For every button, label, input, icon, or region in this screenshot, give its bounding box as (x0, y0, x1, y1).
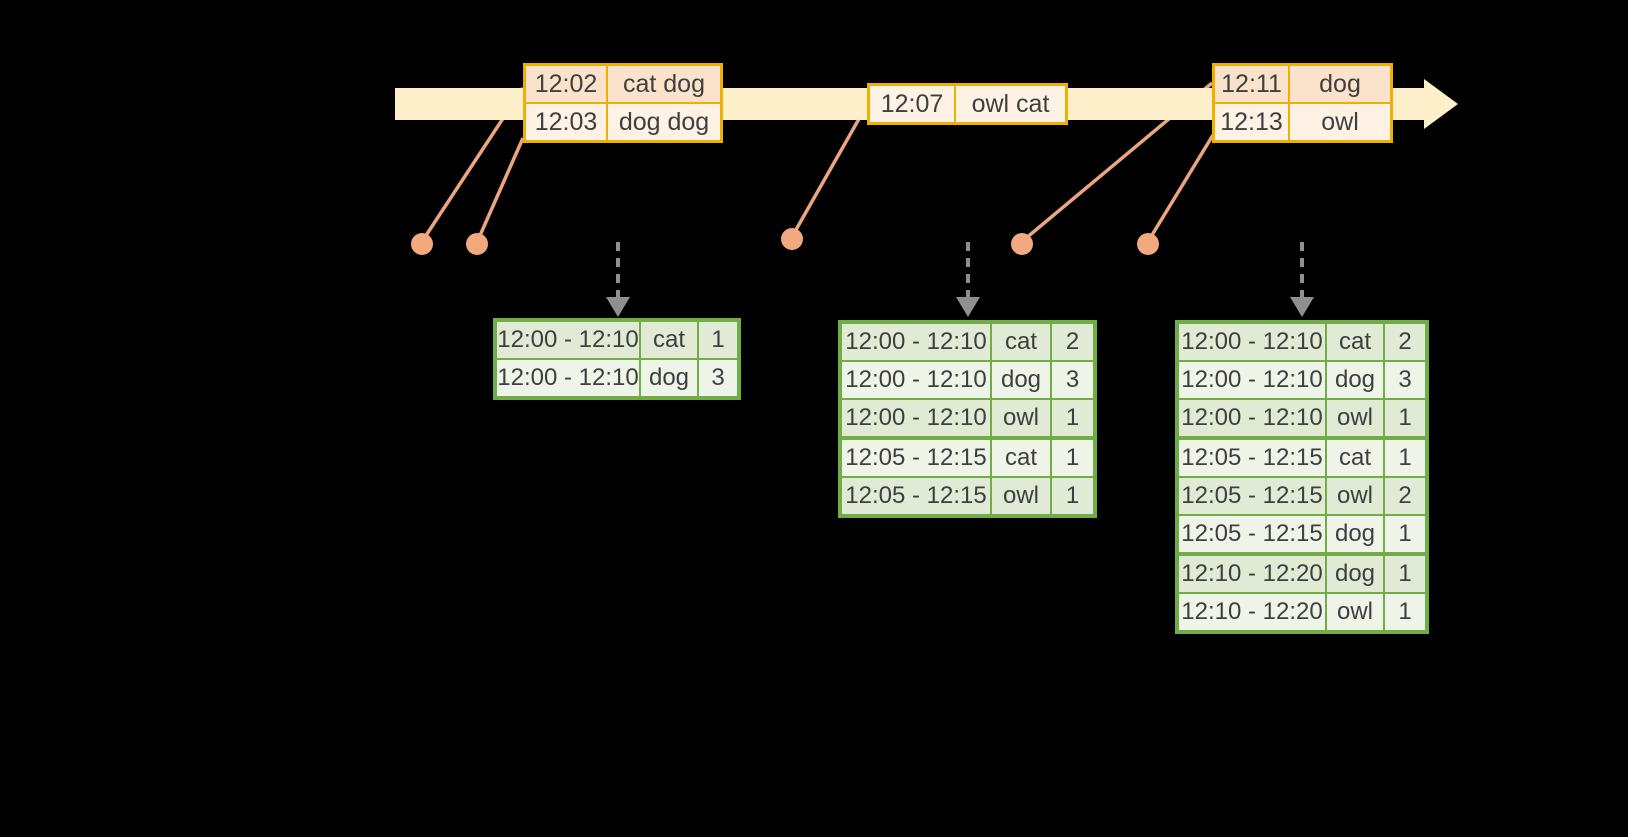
event-table-1: 12:02 cat dog 12:03 dog dog (523, 63, 723, 143)
count-cell: 1 (1052, 400, 1093, 436)
count-cell: 1 (1385, 594, 1425, 630)
result-row: 12:05 - 12:15 owl 1 (842, 478, 1093, 514)
result-row: 12:10 - 12:20 dog 1 (1179, 556, 1425, 592)
word-cell: cat (992, 324, 1050, 360)
count-cell: 2 (1052, 324, 1093, 360)
word-cell: cat (1327, 324, 1383, 360)
word-cell: owl (1327, 400, 1383, 436)
event-table-3: 12:11 dog 12:13 owl (1212, 63, 1393, 143)
window-cell: 12:00 - 12:10 (1179, 362, 1325, 398)
event-time-cell: 12:02 (526, 66, 606, 102)
word-cell: cat (1327, 440, 1383, 476)
event-time-cell: 12:11 (1215, 66, 1288, 102)
window-cell: 12:00 - 12:10 (1179, 324, 1325, 360)
count-cell: 1 (1385, 440, 1425, 476)
event-time-cell: 12:13 (1215, 104, 1288, 140)
result-row: 12:05 - 12:15 cat 1 (1179, 440, 1425, 476)
word-cell: dog (641, 360, 697, 396)
count-cell: 1 (699, 322, 737, 358)
window-cell: 12:00 - 12:10 (497, 322, 639, 358)
count-cell: 3 (1385, 362, 1425, 398)
window-cell: 12:00 - 12:10 (842, 400, 990, 436)
event-words-cell: dog dog (608, 104, 720, 140)
event-dot (411, 233, 433, 255)
event-words-cell: owl cat (956, 86, 1065, 122)
trigger-arrowhead-icon (606, 297, 630, 317)
result-row: 12:05 - 12:15 owl 2 (1179, 478, 1425, 514)
window-cell: 12:00 - 12:10 (842, 324, 990, 360)
window-cell: 12:10 - 12:20 (1179, 594, 1325, 630)
word-cell: owl (1327, 594, 1383, 630)
word-cell: dog (1327, 556, 1383, 592)
result-table-3: 12:00 - 12:10 cat 2 12:00 - 12:10 dog 3 … (1175, 320, 1429, 634)
event-dot (1137, 233, 1159, 255)
trigger-arrowhead-icon (1290, 297, 1314, 317)
result-table-1: 12:00 - 12:10 cat 1 12:00 - 12:10 dog 3 (493, 318, 741, 400)
window-cell: 12:05 - 12:15 (842, 478, 990, 514)
result-row: 12:05 - 12:15 dog 1 (1179, 516, 1425, 552)
event-row: 12:11 dog (1215, 66, 1390, 102)
word-cell: cat (641, 322, 697, 358)
count-cell: 1 (1385, 516, 1425, 552)
window-cell: 12:05 - 12:15 (1179, 516, 1325, 552)
event-row: 12:03 dog dog (526, 104, 720, 140)
result-row: 12:00 - 12:10 dog 3 (1179, 362, 1425, 398)
count-cell: 1 (1052, 440, 1093, 476)
window-cell: 12:10 - 12:20 (1179, 556, 1325, 592)
result-row: 12:00 - 12:10 cat 2 (842, 324, 1093, 360)
count-cell: 3 (699, 360, 737, 396)
result-row: 12:00 - 12:10 dog 3 (842, 362, 1093, 398)
event-dot (1011, 233, 1033, 255)
count-cell: 2 (1385, 324, 1425, 360)
event-time-cell: 12:03 (526, 104, 606, 140)
event-dots (411, 228, 1159, 255)
result-row: 12:00 - 12:10 cat 2 (1179, 324, 1425, 360)
word-cell: dog (1327, 516, 1383, 552)
window-cell: 12:05 - 12:15 (1179, 478, 1325, 514)
event-dot (781, 228, 803, 250)
event-dot (466, 233, 488, 255)
result-row: 12:00 - 12:10 owl 1 (1179, 400, 1425, 436)
window-cell: 12:00 - 12:10 (1179, 400, 1325, 436)
result-row: 12:00 - 12:10 dog 3 (497, 360, 737, 396)
event-time-cell: 12:07 (870, 86, 954, 122)
event-words-cell: dog (1290, 66, 1390, 102)
window-cell: 12:05 - 12:15 (842, 440, 990, 476)
window-cell: 12:00 - 12:10 (842, 362, 990, 398)
event-row: 12:07 owl cat (870, 86, 1065, 122)
result-row: 12:00 - 12:10 cat 1 (497, 322, 737, 358)
count-cell: 1 (1385, 400, 1425, 436)
count-cell: 2 (1385, 478, 1425, 514)
event-row: 12:13 owl (1215, 104, 1390, 140)
result-table-2: 12:00 - 12:10 cat 2 12:00 - 12:10 dog 3 … (838, 320, 1097, 518)
connector-line (476, 137, 525, 241)
event-row: 12:02 cat dog (526, 66, 720, 102)
connector-line (1147, 134, 1215, 241)
result-row: 12:05 - 12:15 cat 1 (842, 440, 1093, 476)
connector-line (791, 102, 870, 236)
result-row: 12:10 - 12:20 owl 1 (1179, 594, 1425, 630)
event-words-cell: cat dog (608, 66, 720, 102)
trigger-arrowhead-icon (956, 297, 980, 317)
count-cell: 1 (1385, 556, 1425, 592)
word-cell: owl (992, 478, 1050, 514)
timeline-arrowhead-icon (1424, 79, 1458, 129)
word-cell: dog (1327, 362, 1383, 398)
window-cell: 12:00 - 12:10 (497, 360, 639, 396)
event-words-cell: owl (1290, 104, 1390, 140)
count-cell: 3 (1052, 362, 1093, 398)
word-cell: dog (992, 362, 1050, 398)
result-row: 12:00 - 12:10 owl 1 (842, 400, 1093, 436)
window-cell: 12:05 - 12:15 (1179, 440, 1325, 476)
word-cell: owl (1327, 478, 1383, 514)
event-table-2: 12:07 owl cat (867, 83, 1068, 125)
trigger-arrows (606, 242, 1314, 317)
count-cell: 1 (1052, 478, 1093, 514)
word-cell: owl (992, 400, 1050, 436)
word-cell: cat (992, 440, 1050, 476)
